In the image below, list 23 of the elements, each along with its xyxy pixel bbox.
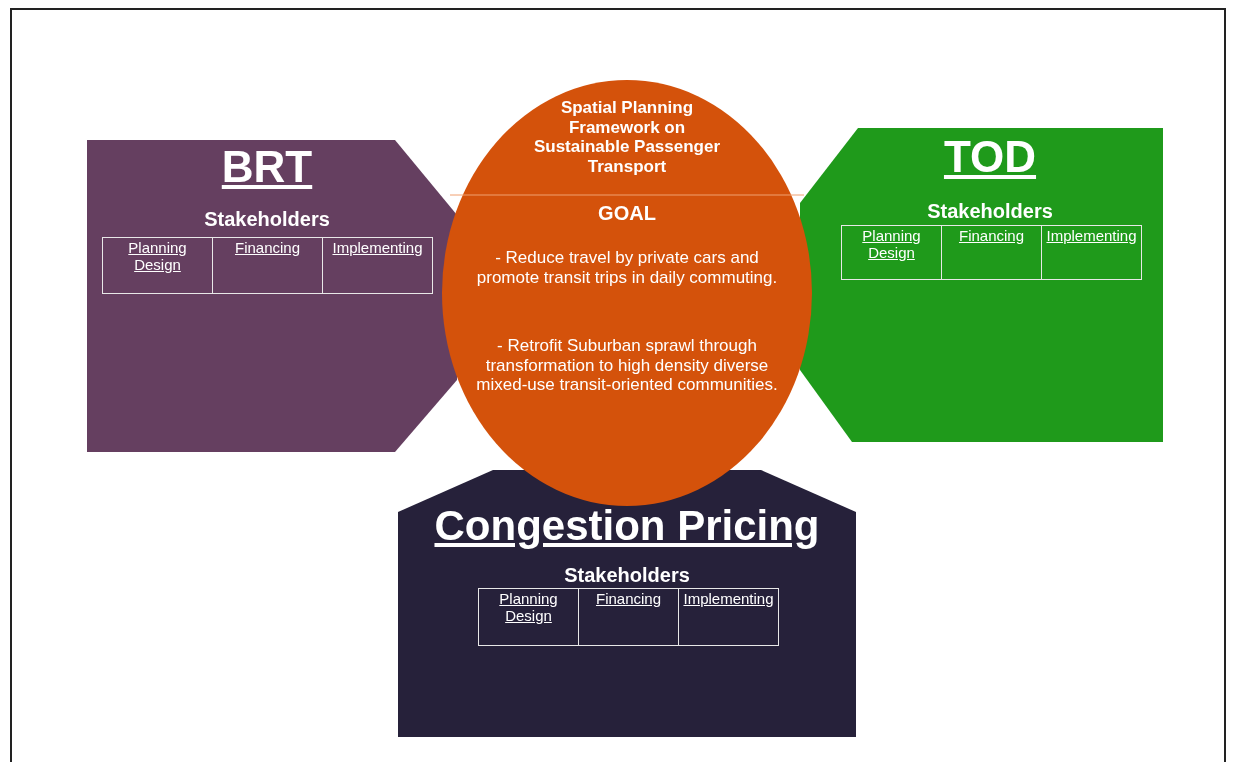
stakeholder-cell: Financing [212,237,323,294]
panel-title: Congestion Pricing [433,502,821,551]
section-heading: GOAL [597,202,657,225]
section-heading: Stakeholders [563,564,691,587]
pentagon-panel [398,470,856,737]
ellipse-title: Spatial Planning Framework on Sustainable Passenger Transport [532,98,722,177]
goal-text: - Retrofit Suburban sprawl through transformation to high density diverse mixed-use transit-oriented communities. [475,336,779,395]
pentagon-panel [800,128,1163,442]
goal-text: - Reduce travel by private cars and promote transit trips in daily commuting. [475,248,779,288]
stakeholder-cell: Implementing [1041,225,1142,280]
pentagon-panel [87,140,457,452]
section-heading: Stakeholders [203,208,331,231]
panel-title: BRT [220,142,314,193]
stakeholder-cell: Planning Design [478,588,579,646]
stakeholder-cell: Financing [578,588,679,646]
stakeholder-cell: Planning Design [841,225,942,280]
stakeholder-cell: Implementing [678,588,779,646]
stakeholder-cell: Financing [941,225,1042,280]
stakeholder-cell: Implementing [322,237,433,294]
panel-title: TOD [942,132,1038,183]
section-heading: Stakeholders [926,200,1054,223]
stakeholder-cell: Planning Design [102,237,213,294]
goal-ellipse [442,80,812,506]
